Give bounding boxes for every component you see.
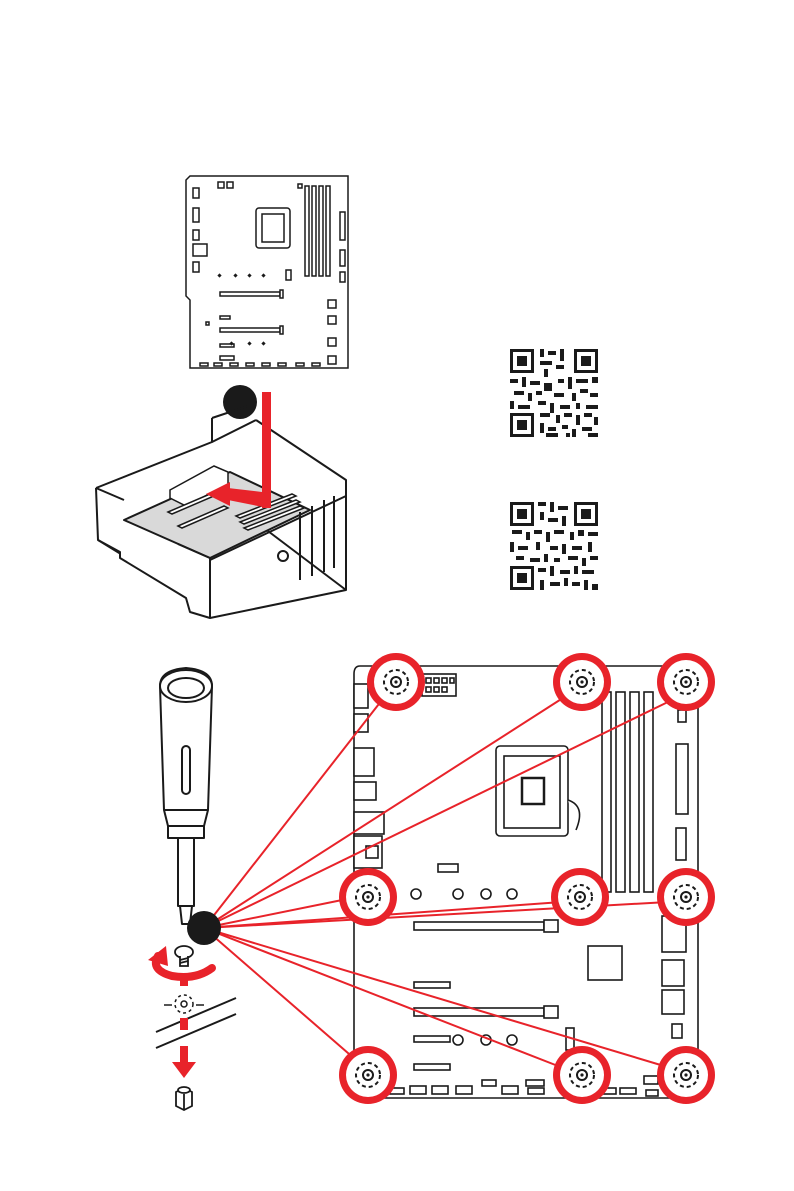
screwdriver-icon <box>160 668 212 924</box>
chassis-hole <box>164 995 204 1013</box>
mount-hole-top-left <box>367 653 425 711</box>
mount-hole-mid-right <box>657 868 715 926</box>
pc-case <box>96 406 346 618</box>
qr-code-bottom <box>510 502 598 590</box>
screw-icon <box>175 946 193 966</box>
standoff-icon <box>176 1087 192 1110</box>
down-arrow-icon <box>172 1046 196 1078</box>
small-motherboard <box>186 176 348 368</box>
mount-hole-bottom-left <box>339 1046 397 1104</box>
mount-hole-top-center <box>553 653 611 711</box>
step-2-badge <box>187 911 221 945</box>
mount-hole-mid-left <box>339 868 397 926</box>
mount-hole-top-right <box>657 653 715 711</box>
step-1-badge <box>223 385 257 419</box>
rotate-arrow-head <box>148 946 168 966</box>
mount-hole-bottom-center <box>553 1046 611 1104</box>
mount-hole-bottom-right <box>657 1046 715 1104</box>
mount-hole-mid-center <box>551 868 609 926</box>
large-motherboard <box>354 666 698 1098</box>
qr-code-top <box>510 349 598 437</box>
